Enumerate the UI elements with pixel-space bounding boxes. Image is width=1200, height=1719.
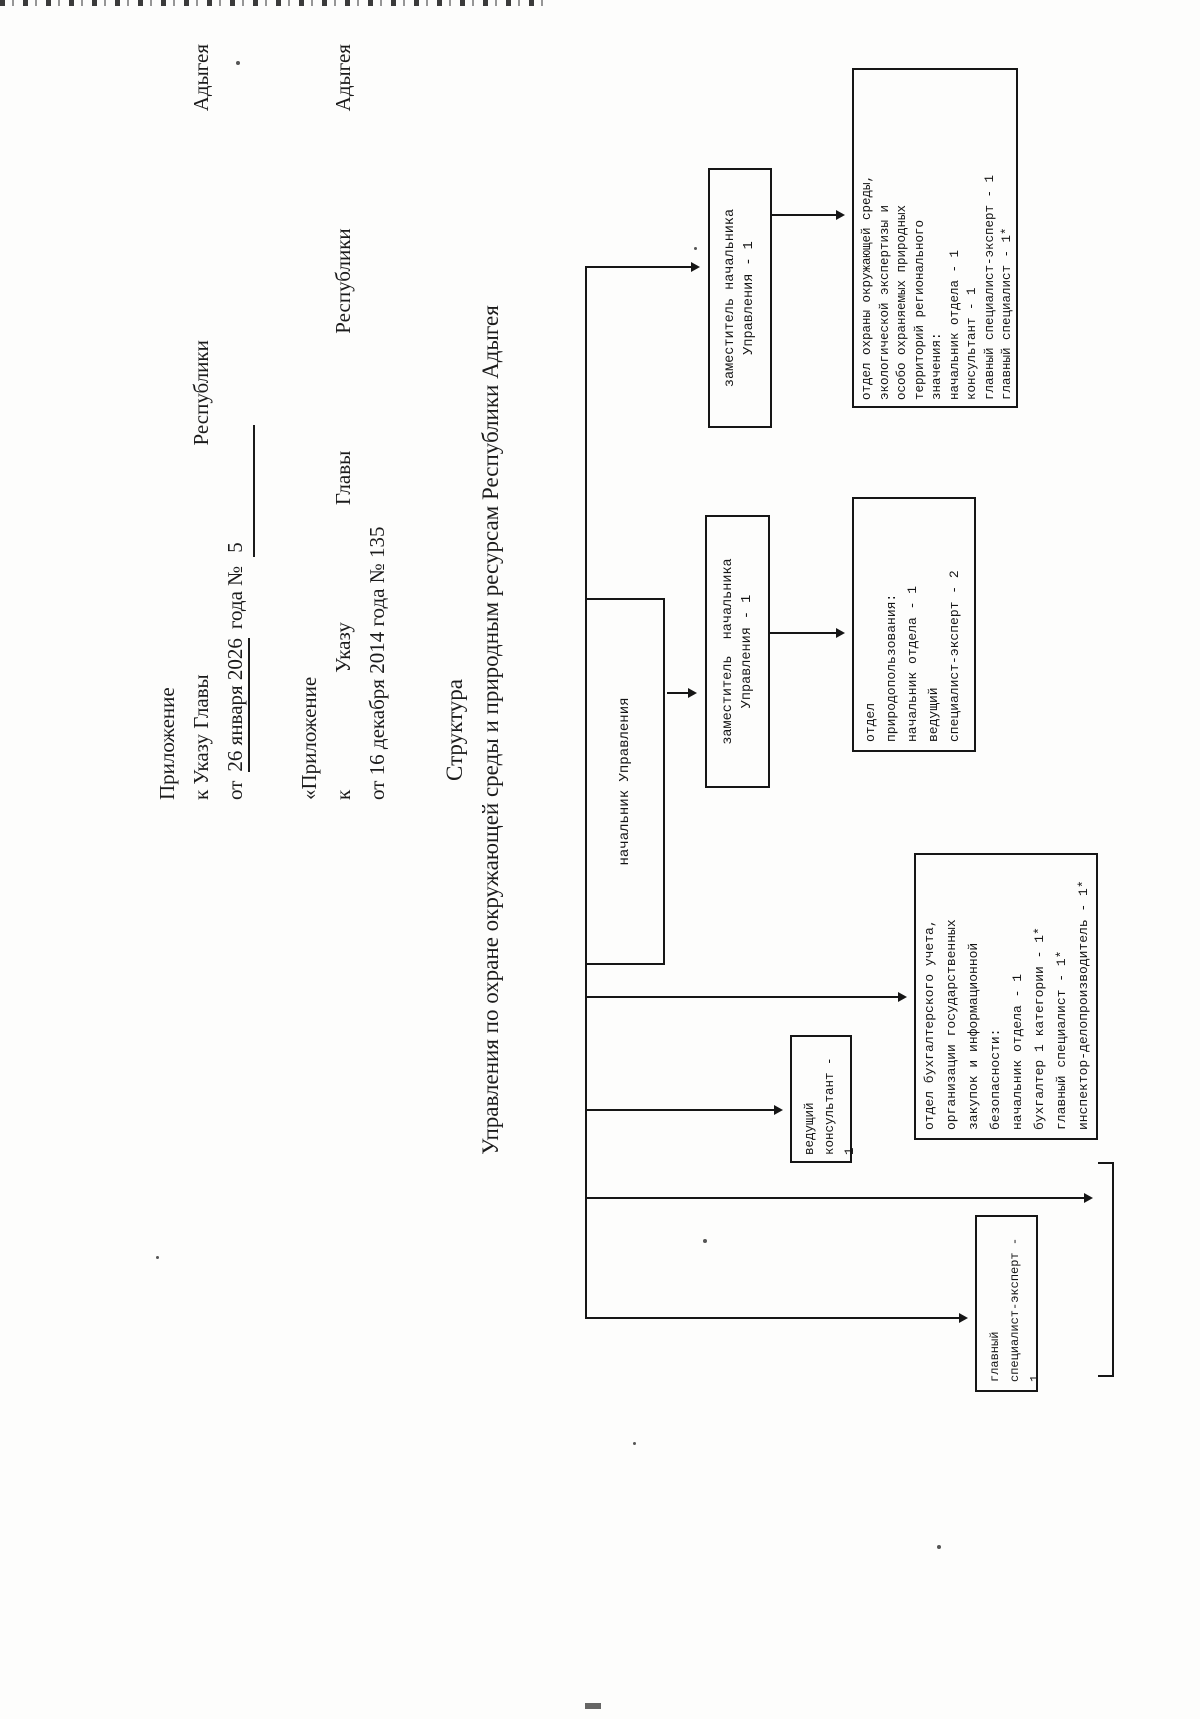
node-chief-specialist-expert: главный специалист-эксперт - 1 <box>975 1215 1042 1392</box>
arrow-icon <box>836 628 845 638</box>
appendix-2-line-2-part: к <box>331 789 355 800</box>
scan-noise <box>694 247 697 250</box>
arrow-icon <box>836 210 845 220</box>
appendix-1-line-2-part: Адыгея <box>189 44 213 112</box>
appendix-1-line-3: от 26 января 2026 года № 5 <box>218 44 255 800</box>
vacancy-bracket <box>1098 1162 1114 1377</box>
node-leading-consultant: ведущий консультант - 1 <box>790 1035 857 1163</box>
appendix-note-1: Приложение к Указу Главы Республики Адыг… <box>150 44 255 800</box>
appendix-1-line-1: Приложение <box>155 687 179 800</box>
scan-noise <box>156 1256 159 1259</box>
connector-line <box>585 266 691 268</box>
connector-line <box>772 214 836 216</box>
connector-line <box>585 1317 959 1319</box>
date-prefix: от <box>223 780 247 800</box>
appendix-note-2: «Приложение к Указу Главы Республики Ады… <box>292 44 394 800</box>
appendix-2-line-2-part: Указу <box>331 622 355 673</box>
node-deputy-head-1: заместитель начальника Управления - 1 <box>708 168 772 428</box>
scan-noise <box>703 1239 707 1243</box>
date-suffix: года № <box>223 565 247 630</box>
node-head-of-directorate: начальник Управления <box>585 598 665 965</box>
connector-line <box>667 692 689 694</box>
arrow-icon <box>774 1105 783 1115</box>
appendix-2-line-2-part: Адыгея <box>331 44 355 112</box>
appendix-2-line-2-part: Республики <box>331 228 355 334</box>
appendix-2-line-2: к Указу Главы Республики Адыгея <box>326 44 360 800</box>
title-structure: Структура <box>442 679 467 781</box>
scan-noise <box>633 1442 636 1445</box>
appendix-2-line-3: от 16 декабря 2014 года № 135 <box>365 526 389 800</box>
document-title: Структура Управления по охране окружающе… <box>437 180 509 1280</box>
title-department: Управления по охране окружающей среды и … <box>478 305 503 1155</box>
connector-line <box>770 632 836 634</box>
connector-line <box>585 1109 774 1111</box>
appendix-1-line-2: к Указу Главы Республики Адыгея <box>184 44 218 800</box>
node-environmental-protection-dept: отдел охраны окружающей среды, экологиче… <box>852 68 1018 408</box>
arrow-icon <box>898 992 907 1002</box>
appendix-2-line-1: «Приложение <box>297 676 321 800</box>
connector-line <box>585 1197 1084 1199</box>
node-deputy-head-2: заместитель начальника Управления - 1 <box>705 515 770 788</box>
connector-line <box>585 996 898 998</box>
appendix-1-line-2-part: к Указу Главы <box>189 674 213 800</box>
decree-number: 5 <box>223 542 247 553</box>
scan-noise <box>236 61 240 65</box>
appendix-2-line-2-part: Главы <box>331 450 355 506</box>
scan-noise <box>0 0 552 6</box>
node-accounting-dept: отдел бухгалтерского учета, организации … <box>914 853 1098 1140</box>
decree-number-blank: 5 <box>218 424 255 557</box>
appendix-1-line-2-part: Республики <box>189 340 213 446</box>
arrow-icon <box>1084 1193 1093 1203</box>
arrow-icon <box>959 1313 968 1323</box>
scan-noise <box>585 1703 601 1709</box>
arrow-icon <box>691 262 700 272</box>
arrow-icon <box>688 688 697 698</box>
scan-noise <box>937 1545 941 1549</box>
node-nature-management-dept: отдел природопользования: начальник отде… <box>852 497 976 752</box>
decree-date: 26 января 2026 <box>223 638 250 772</box>
